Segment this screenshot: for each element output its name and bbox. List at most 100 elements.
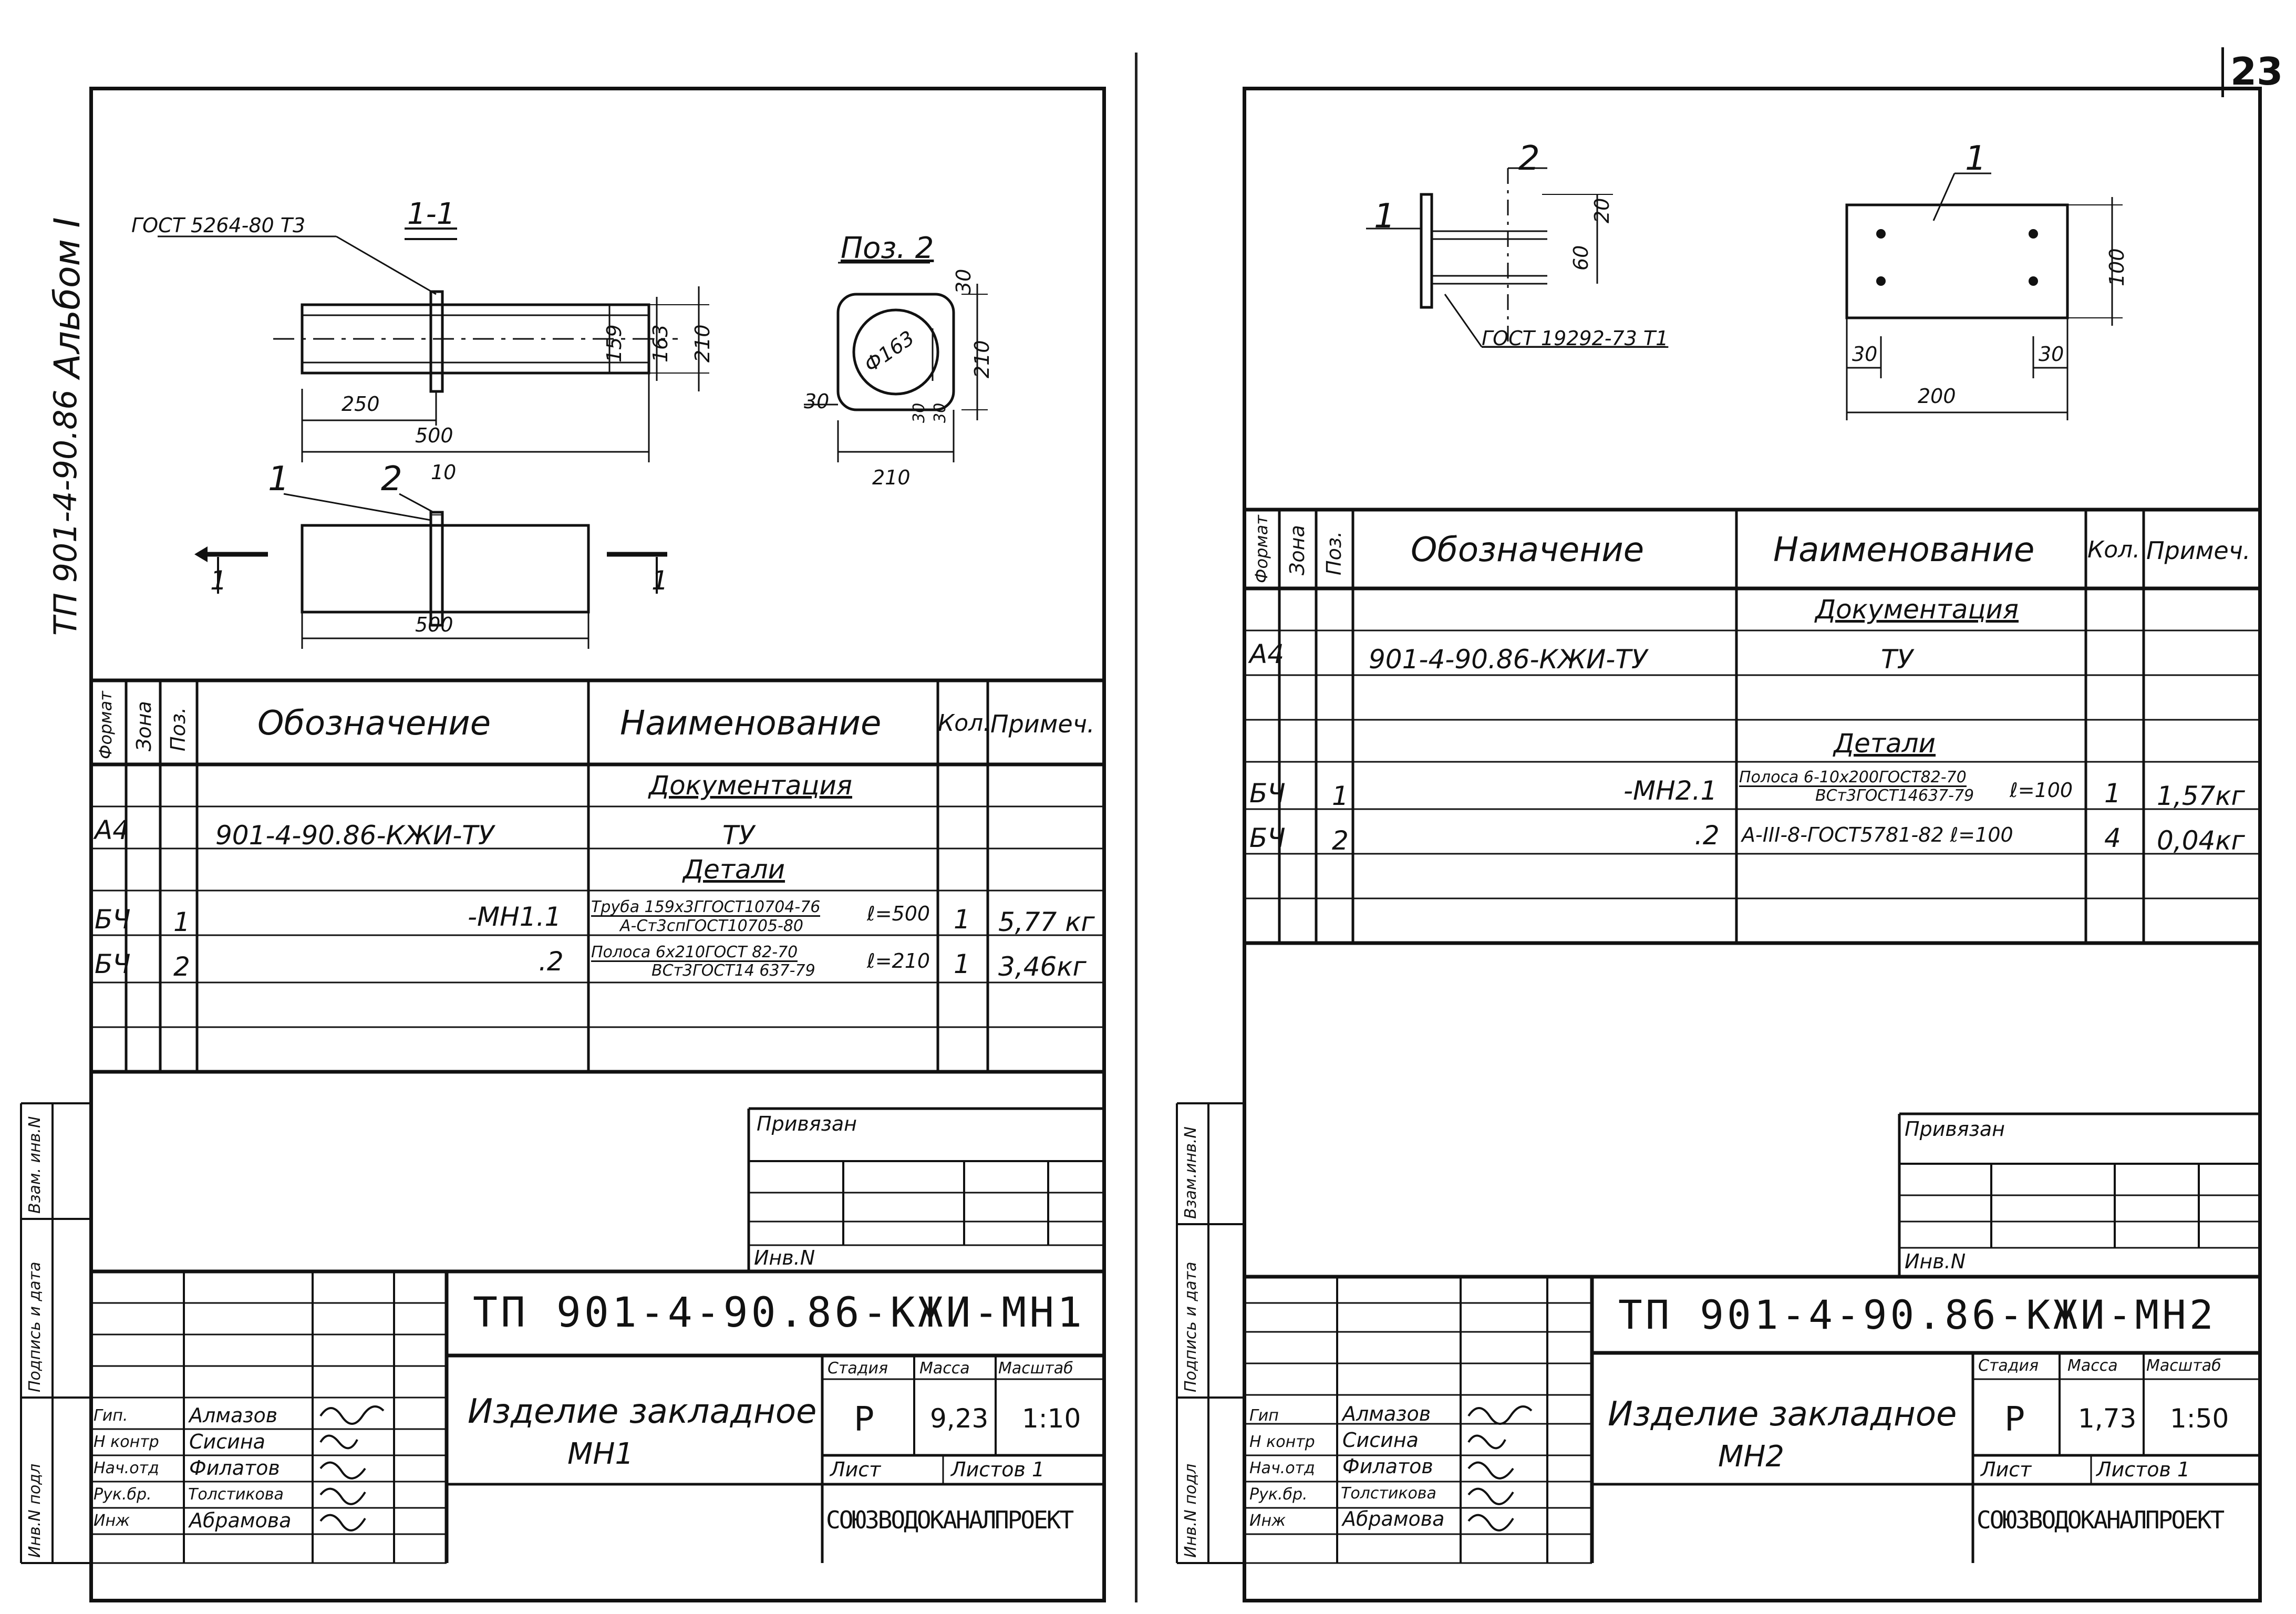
left-th-note: Примеч. — [990, 710, 1095, 738]
signature-2 — [319, 1434, 358, 1450]
right-role-1: Гип — [1249, 1406, 1279, 1425]
pos2-plate — [836, 293, 955, 411]
right-item-name-1: Изделие закладное — [1608, 1395, 1957, 1434]
left-scale-label: Масштаб — [998, 1359, 1073, 1378]
signature-10 — [1467, 1514, 1514, 1532]
right-row1-format: А4 — [1249, 639, 1285, 669]
right-group-details: Детали — [1834, 728, 1936, 759]
right-weld-note: ГОСТ 19292-73 Т1 — [1482, 327, 1669, 350]
left-row3-format: БЧ — [95, 949, 131, 979]
right-row3-pos: 2 — [1332, 825, 1349, 856]
right-role-4: Рук.бр. — [1249, 1485, 1308, 1504]
right-doc-code: ТП 901-4-90.86-КЖИ-МН2 — [1618, 1291, 2217, 1338]
right-row3-qty: 4 — [2104, 823, 2121, 853]
left-th-qty: Кол. — [938, 710, 991, 737]
left-th-designation: Обозначение — [257, 704, 491, 743]
left-row3-name-bottom: ВСт3ГОСТ14 637-79 — [651, 961, 815, 980]
left-row2-name-bottom: А-Ст3спГОСТ10705-80 — [620, 917, 803, 935]
right-callout-1: 1 — [1374, 197, 1395, 236]
right-th-qty: Кол. — [2087, 536, 2140, 563]
right-dim-30-b: 30 — [2039, 343, 2064, 366]
signature-3 — [319, 1461, 366, 1480]
left-row1-designation: 901-4-90.86-КЖИ-ТУ — [215, 820, 494, 851]
left-weld-note: ГОСТ 5264-80 Т3 — [131, 214, 306, 237]
mn2-plate-side — [1420, 193, 1433, 309]
right-sheet-label: Лист — [1981, 1458, 2032, 1481]
right-role-5: Инж — [1249, 1512, 1286, 1530]
right-role-3: Нач.отд — [1249, 1459, 1315, 1477]
right-stage-label: Стадия — [1978, 1357, 2039, 1375]
fold-line — [1135, 53, 1137, 1602]
mn2-plate-plan — [1845, 203, 2069, 319]
right-mass-label: Масса — [2067, 1357, 2118, 1375]
left-mass-value: 9,23 — [930, 1403, 989, 1434]
plate-plan — [429, 511, 444, 627]
dim-210-bottom: 210 — [872, 466, 911, 489]
left-row2-note: 5,77 кг — [998, 907, 1095, 937]
right-person-3: Филатов — [1342, 1455, 1433, 1478]
left-scale-value: 1:10 — [1022, 1403, 1081, 1434]
right-callout-2: 2 — [1518, 139, 1540, 178]
right-th-note: Примеч. — [2146, 536, 2251, 565]
right-role-2: Н контр — [1249, 1433, 1315, 1451]
left-th-name: Наименование — [620, 704, 882, 743]
left-row1-name: ТУ — [722, 820, 755, 851]
left-group-docs: Документация — [649, 770, 852, 801]
dim-30-left: 30 — [804, 390, 830, 413]
callout-1: 1 — [268, 460, 289, 499]
right-row2-designation: -МН2.1 — [1623, 775, 1718, 806]
left-stage-value: Р — [854, 1400, 874, 1439]
right-org: СОЮЗВОДОКАНАЛПРОЕКТ — [1977, 1506, 2225, 1534]
callout-2: 2 — [381, 460, 402, 499]
right-row2-qty: 1 — [2104, 778, 2121, 809]
right-row3-name: А-III-8-ГОСТ5781-82 ℓ=100 — [1742, 823, 2013, 846]
right-row2-note: 1,57кг — [2157, 781, 2245, 811]
dim-250: 250 — [342, 392, 380, 416]
sheet-left — [89, 87, 1106, 1602]
dim-500-b: 500 — [415, 613, 453, 636]
left-row2-pos: 1 — [173, 907, 190, 937]
right-row2-name-top: Полоса 6-10х200ГОСТ82-70 — [1739, 768, 1967, 787]
left-person-1: Алмазов — [189, 1404, 278, 1427]
dim-500-a: 500 — [415, 424, 453, 447]
left-row2-qty: 1 — [954, 904, 970, 935]
signature-5 — [319, 1514, 366, 1532]
right-th-designation: Обозначение — [1411, 531, 1645, 570]
signature-8 — [1467, 1461, 1514, 1480]
left-inv: Инв.N — [754, 1246, 815, 1269]
right-privyazan: Привязан — [1905, 1118, 2005, 1141]
right-item-name-2: МН2 — [1718, 1440, 1785, 1474]
left-role-1: Гип. — [94, 1406, 128, 1425]
right-person-4: Толстикова — [1341, 1484, 1436, 1503]
right-row1-designation: 901-4-90.86-КЖИ-ТУ — [1369, 644, 1648, 675]
sheet-right — [1243, 87, 2262, 1602]
signature-1 — [319, 1405, 385, 1425]
left-role-4: Рук.бр. — [94, 1485, 152, 1504]
signature-7 — [1467, 1434, 1506, 1450]
right-scale-label: Масштаб — [2146, 1357, 2221, 1375]
right-person-5: Абрамова — [1342, 1507, 1445, 1530]
left-row3-name-top: Полоса 6х210ГОСТ 82-70 — [591, 943, 798, 962]
section-mark-right: 1 — [651, 565, 668, 596]
signature-6 — [1467, 1405, 1533, 1425]
left-row3-note: 3,46кг — [998, 951, 1087, 982]
right-stage-value: Р — [2004, 1400, 2025, 1439]
left-sheets-label: Листов 1 — [951, 1458, 1045, 1481]
right-sheets-label: Листов 1 — [2096, 1458, 2190, 1481]
left-person-4: Толстикова — [188, 1485, 284, 1504]
left-person-3: Филатов — [189, 1456, 280, 1480]
left-row3-pos: 2 — [173, 951, 190, 982]
left-row3-length: ℓ=210 — [867, 949, 930, 972]
right-row2-format: БЧ — [1249, 778, 1286, 809]
right-row2-length: ℓ=100 — [2010, 779, 2073, 802]
left-row3-designation: .2 — [539, 946, 564, 977]
right-row1-name: ТУ — [1881, 644, 1914, 675]
left-person-5: Абрамова — [189, 1509, 292, 1532]
signature-9 — [1467, 1487, 1514, 1505]
right-dim-200: 200 — [1918, 385, 1956, 408]
left-row2-designation: -МН1.1 — [468, 902, 562, 932]
signature-4 — [319, 1487, 366, 1505]
left-row2-format: БЧ — [95, 904, 131, 935]
